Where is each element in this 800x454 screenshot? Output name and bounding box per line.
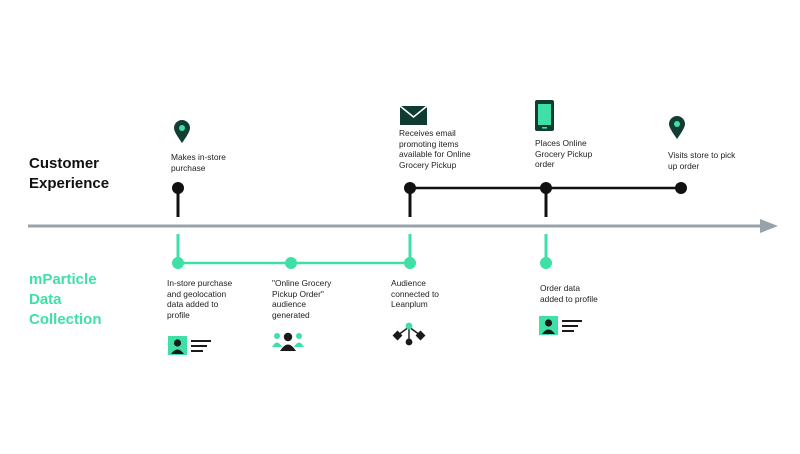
data-dot-4 — [540, 257, 552, 269]
phone-icon — [535, 100, 554, 131]
data-event-label-4: Order data added to profile — [540, 283, 598, 304]
data-event-label-1: In-store purchase and geolocation data a… — [167, 278, 233, 320]
profile-card-icon — [539, 316, 582, 335]
customer-experience-title: Customer Experience — [29, 155, 110, 192]
data-event-label-2: "Online Grocery Pickup Order" audience g… — [272, 278, 332, 320]
audience-icon — [272, 332, 304, 351]
data-dot-1 — [172, 257, 184, 269]
customer-event-label-2: Receives email promoting items available… — [399, 128, 471, 170]
customer-dot-4 — [675, 182, 687, 194]
location-pin-icon — [669, 116, 685, 139]
customer-dot-3 — [540, 182, 552, 194]
data-event-label-3: Audience connected to Leanplum — [391, 278, 439, 310]
mparticle-data-collection-title: mParticle Data Collection — [29, 271, 102, 328]
data-dot-2 — [285, 257, 297, 269]
timeline-arrowhead — [760, 219, 778, 233]
location-pin-icon — [174, 120, 190, 143]
customer-event-label-4: Visits store to pick up order — [668, 150, 736, 171]
connection-icon — [392, 322, 426, 346]
profile-card-icon — [168, 336, 211, 355]
customer-dot-1 — [172, 182, 184, 194]
customer-event-label-3: Places Online Grocery Pickup order — [535, 138, 593, 170]
customer-event-label-1: Makes in-store purchase — [171, 152, 226, 173]
mail-icon — [399, 105, 428, 125]
data-dot-3 — [404, 257, 416, 269]
customer-dot-2 — [404, 182, 416, 194]
